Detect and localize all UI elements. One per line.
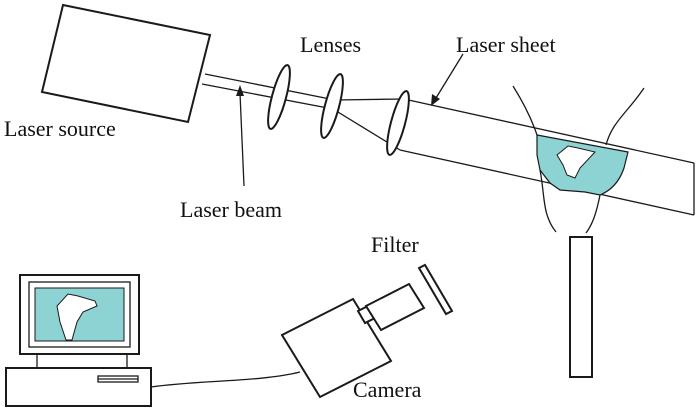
camera-body — [280, 297, 393, 399]
laser-sheet-leader — [435, 53, 464, 99]
computer — [5, 274, 152, 407]
camera-cable — [150, 371, 301, 388]
leaders — [236, 53, 464, 187]
filter-plate — [417, 263, 454, 316]
laser-sheet-arrowhead — [431, 94, 440, 106]
laser-beam-arrowhead — [236, 85, 244, 96]
laser-source-box — [40, 3, 212, 124]
screen-image-shape — [56, 293, 98, 341]
lens-2 — [320, 73, 344, 139]
monitor-stand — [36, 353, 128, 369]
laser-sheet — [332, 98, 695, 216]
laser-beam-leader — [239, 92, 245, 187]
fluid-boundary-right-bottom — [585, 194, 601, 234]
laser-sheet-label: Laser sheet — [456, 32, 556, 57]
camera-label: Camera — [353, 377, 422, 402]
filter-label: Filter — [371, 232, 419, 257]
lenses-label: Lenses — [300, 32, 361, 57]
camera-lens-barrel — [364, 282, 426, 332]
lenses-group — [267, 64, 410, 156]
laser-beam-label: Laser beam — [180, 197, 282, 222]
camera — [280, 282, 426, 399]
fluid-region — [512, 85, 645, 234]
laser-beam — [201, 73, 336, 110]
computer-base — [5, 367, 152, 407]
test-column — [569, 236, 593, 378]
fluid-boundary-right-top — [605, 87, 645, 146]
laser-source-label: Laser source — [4, 116, 116, 141]
fluid-boundary-left-top — [512, 85, 538, 136]
fluid-inclusion — [556, 145, 596, 179]
lens-1 — [267, 64, 291, 130]
fluid-boundary-left-bottom — [539, 169, 557, 233]
lens-3 — [386, 90, 410, 156]
monitor-bezel — [28, 281, 131, 348]
